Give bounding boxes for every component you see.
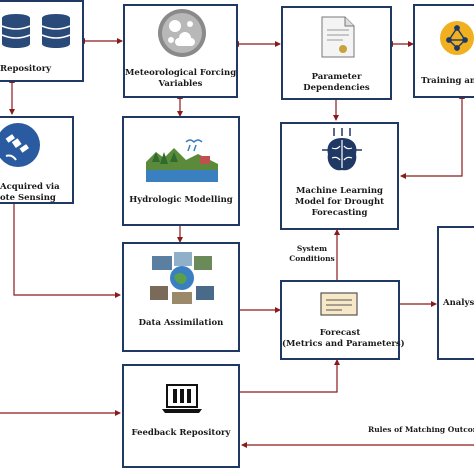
feedback-box[interactable]: Feedback Repository (122, 364, 240, 468)
ml-model-box[interactable]: Machine Learning Model for Drought Forec… (280, 122, 399, 230)
hydrologic-box[interactable]: Hydrologic Modelling (122, 116, 240, 226)
brain-circuit-icon (322, 128, 362, 184)
parameter-label-2: Dependencies (303, 83, 370, 93)
hydrology-landscape-icon (146, 136, 218, 186)
satellite-icon (0, 122, 44, 172)
certificate-icon (320, 292, 358, 320)
meteorological-label-2: Variables (158, 79, 203, 89)
remote-sensing-label-2: ote Sensing (0, 193, 56, 203)
ml-model-label-3: Forecasting (311, 208, 368, 218)
repository-label: Repository (0, 64, 52, 74)
remote-sensing-label-1: Acquired via (0, 182, 60, 192)
hydrologic-label: Hydrologic Modelling (129, 195, 233, 205)
rules-matching-label: Rules of Matching Outcome (368, 425, 474, 434)
arrow-remote-da (13, 204, 121, 298)
gear-network-icon (439, 20, 474, 60)
forecast-box[interactable]: Forecast (Metrics and Parameters) (280, 280, 405, 360)
system-conditions-label-2: Conditions (289, 254, 335, 263)
data-collage-icon (150, 252, 214, 308)
database-icon (0, 8, 76, 56)
analysis-label: Analys (443, 298, 474, 308)
remote-sensing-box[interactable]: Acquired via ote Sensing (0, 116, 74, 204)
weather-icon (157, 8, 207, 62)
laptop-files-icon (162, 384, 202, 418)
training-label: Training and (421, 76, 474, 86)
analysis-box[interactable]: Analys (437, 226, 474, 360)
arrow-feedback-forecast (240, 359, 340, 393)
meteorological-box[interactable]: Meteorological Forcing Variables (123, 4, 238, 98)
parameter-label-1: Parameter (311, 72, 362, 82)
repository-box[interactable]: Repository (0, 0, 84, 82)
ml-model-label-2: Model for Drought (294, 197, 385, 207)
training-box[interactable]: Training and (413, 4, 474, 98)
ml-model-label-1: Machine Learning (296, 186, 383, 196)
system-conditions-label-1: System (296, 244, 328, 253)
document-icon (321, 16, 355, 62)
feedback-label: Feedback Repository (131, 428, 231, 438)
data-assimilation-box[interactable]: Data Assimilation (122, 242, 240, 352)
arrow-train-ml (400, 93, 465, 179)
meteorological-label-1: Meteorological Forcing (125, 68, 237, 78)
forecast-label-2: (Metrics and Parameters) (282, 339, 405, 349)
forecast-label-1: Forecast (319, 328, 361, 338)
parameter-box[interactable]: Parameter Dependencies (281, 6, 392, 100)
data-assimilation-label: Data Assimilation (138, 318, 224, 328)
